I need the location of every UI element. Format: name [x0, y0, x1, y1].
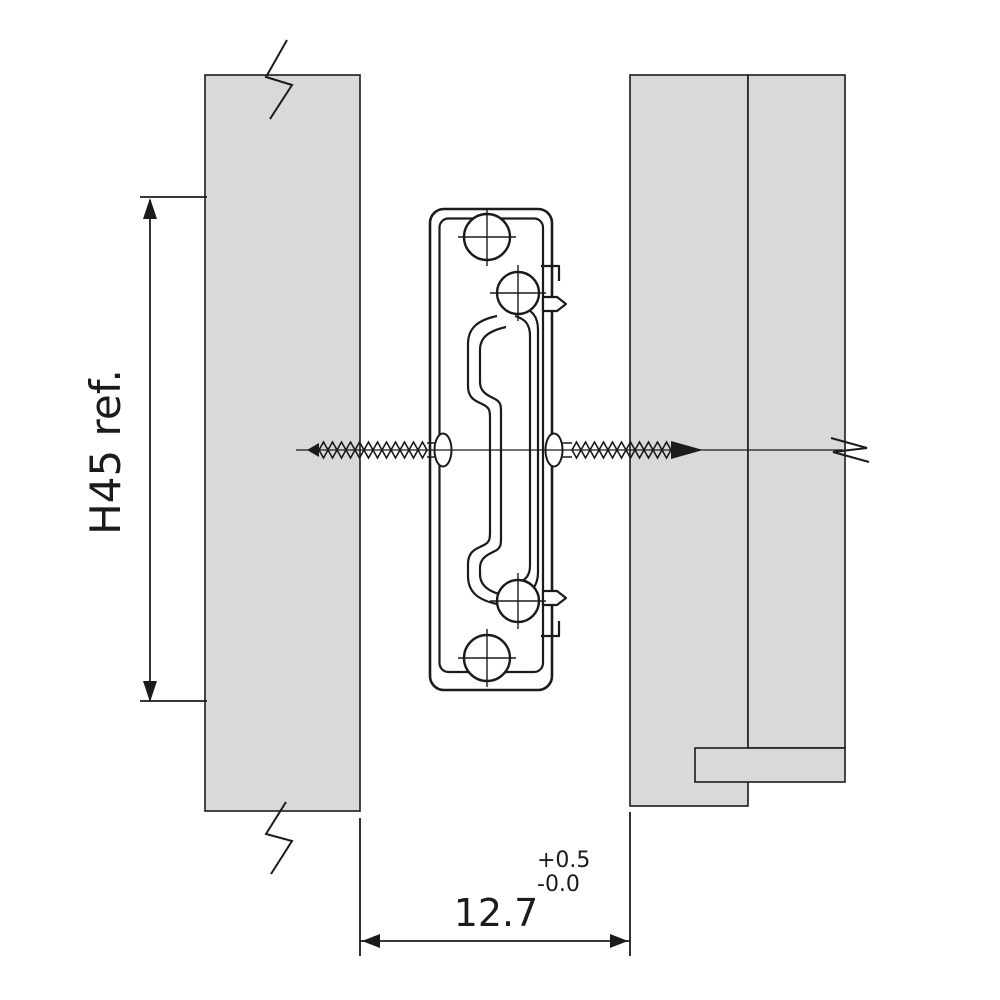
- screw-shank-right: [562, 442, 572, 458]
- height-dimension: H45 ref.: [81, 196, 207, 702]
- screw-thread-left-bottom: [318, 448, 428, 460]
- slide-cross-section: [428, 207, 568, 692]
- arrowhead-up: [143, 198, 157, 219]
- ball-bearing-bottom-outer: [458, 629, 516, 687]
- slide-hook-lower: [541, 589, 568, 607]
- arrowhead-right: [610, 934, 628, 948]
- height-dimension-label: H45 ref.: [81, 369, 130, 535]
- screw-thread-right-top: [571, 440, 672, 452]
- slide-tab-top: [541, 264, 561, 281]
- drawer-side-panel: [629, 74, 870, 807]
- mounting-screw-left: [307, 440, 436, 460]
- tolerance-lower-label: -0.0: [537, 872, 580, 897]
- break-symbol-bottom-left: [264, 801, 294, 875]
- mounting-screw-right: [562, 440, 703, 460]
- break-symbol-top-left: [264, 39, 294, 120]
- slide-channel-outer: [466, 314, 498, 606]
- cabinet-panel-body: [204, 74, 361, 812]
- screw-tip-left: [307, 443, 319, 457]
- arrowhead-left: [362, 934, 380, 948]
- ball-bearing-top-outer: [458, 208, 516, 266]
- slide-tab-bottom: [541, 621, 561, 638]
- tolerance-upper-label: +0.5: [537, 848, 590, 873]
- screw-shank-left: [427, 442, 436, 458]
- screw-thread-right-bottom: [571, 448, 672, 460]
- ball-bearing-bottom-inner: [490, 573, 546, 629]
- arrowhead-down: [143, 681, 157, 702]
- break-symbol-right: [830, 437, 870, 463]
- slide-channel-inner: [478, 325, 507, 598]
- drawer-panel-inner-board: [629, 74, 749, 807]
- ball-bearing-top-inner: [490, 265, 546, 321]
- drawer-panel-outer-board: [747, 74, 846, 749]
- drawer-panel-joint-tab: [694, 747, 846, 783]
- width-dimension: 12.7 +0.5 -0.0: [359, 812, 631, 956]
- width-dimension-label: 12.7: [454, 891, 539, 935]
- cabinet-side-panel: [204, 39, 361, 875]
- slide-hook-upper: [541, 295, 568, 313]
- screw-tip-right: [671, 441, 703, 459]
